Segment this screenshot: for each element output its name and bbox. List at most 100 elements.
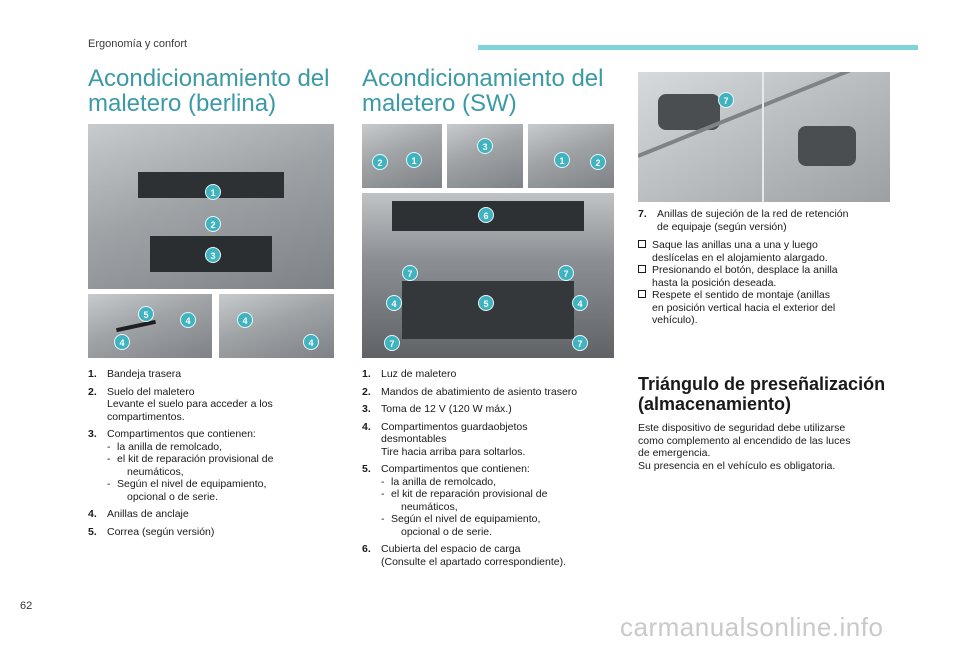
item-text: desmontables bbox=[381, 433, 447, 445]
bullet-text: Respete el sentido de montaje (anillas bbox=[652, 289, 831, 301]
item-number: 7. bbox=[638, 208, 647, 220]
callout-marker: 3 bbox=[477, 138, 493, 154]
bullet-text: Presionando el botón, desplace la anilla bbox=[652, 264, 838, 276]
bullet-text: en posición vertical hacia el exterior d… bbox=[652, 301, 836, 314]
item-number: 4. bbox=[362, 420, 371, 433]
list-item: 1. Luz de maletero bbox=[362, 368, 620, 381]
triangle-body: Este dispositivo de seguridad debe utili… bbox=[638, 422, 898, 472]
item-text: Toma de 12 V (120 W máx.) bbox=[381, 403, 512, 415]
sw-controls-right-photo: 1 2 bbox=[528, 124, 614, 188]
item-text: Anillas de sujeción de la red de retenci… bbox=[657, 208, 849, 220]
berlina-trunk-photo: 1 2 3 bbox=[88, 124, 334, 289]
item-number: 5. bbox=[88, 525, 97, 538]
berlina-title: Acondicionamiento del maletero (berlina) bbox=[88, 66, 330, 116]
item-number: 1. bbox=[362, 368, 371, 380]
list-item: 5. Correa (según versión) bbox=[88, 526, 338, 539]
callout-marker: 4 bbox=[572, 295, 588, 311]
page-number: 62 bbox=[20, 600, 33, 612]
item-text: de equipaje (según versión) bbox=[657, 220, 787, 233]
item-number: 3. bbox=[88, 428, 97, 440]
item-number: 5. bbox=[362, 463, 371, 475]
sub-text: la anilla de remolcado, bbox=[117, 440, 223, 453]
callout-marker: 1 bbox=[554, 152, 570, 168]
body-line: Su presencia en el vehículo es obligator… bbox=[638, 459, 836, 472]
bullet-text: hasta la posición deseada. bbox=[652, 276, 777, 289]
sw-title-line: maletero (SW) bbox=[362, 90, 517, 117]
berlina-title-line: Acondicionamiento del bbox=[88, 65, 330, 92]
callout-marker: 4 bbox=[237, 312, 253, 328]
sub-text: neumáticos, bbox=[401, 500, 458, 513]
item-text: compartimentos. bbox=[107, 410, 185, 423]
sub-text: el kit de reparación provisional de bbox=[391, 488, 548, 500]
checkbox-icon bbox=[638, 290, 646, 298]
item-text: Bandeja trasera bbox=[107, 368, 182, 380]
item-text: Cubierta del espacio de carga bbox=[381, 543, 521, 555]
instruction-bullet: Saque las anillas una a una y luego desl… bbox=[638, 239, 890, 264]
triangle-title-line: (almacenamiento) bbox=[638, 394, 792, 414]
callout-marker: 4 bbox=[114, 334, 130, 350]
triangle-title: Triángulo de preseñalización (almacenami… bbox=[638, 374, 908, 414]
section-tab-bar bbox=[478, 45, 918, 50]
bullet-text: vehículo). bbox=[652, 314, 698, 326]
instruction-bullet: Respete el sentido de montaje (anillas e… bbox=[638, 289, 890, 327]
sub-text: opcional o de serie. bbox=[127, 490, 219, 503]
list-item: 3. Toma de 12 V (120 W máx.) bbox=[362, 403, 620, 416]
sw-title: Acondicionamiento del maletero (SW) bbox=[362, 66, 604, 116]
list-item: 5. Compartimentos que contienen: -la ani… bbox=[362, 463, 620, 538]
callout-marker: 6 bbox=[478, 207, 494, 223]
sw-item-list: 1. Luz de maletero 2. Mandos de abatimie… bbox=[362, 368, 620, 573]
item-text: Compartimentos que contienen: bbox=[381, 463, 530, 475]
item-number: 1. bbox=[88, 368, 97, 380]
sub-item: -la anilla de remolcado, bbox=[381, 476, 620, 489]
callout-marker: 1 bbox=[406, 152, 422, 168]
callout-marker: 3 bbox=[205, 247, 221, 263]
item-text: Compartimentos que contienen: bbox=[107, 428, 256, 440]
list-item: 4. Anillas de anclaje bbox=[88, 508, 338, 521]
callout-marker: 2 bbox=[205, 216, 221, 232]
berlina-rear-photo: 4 4 bbox=[219, 294, 334, 358]
watermark: carmanualsonline.info bbox=[620, 612, 884, 642]
body-line: de emergencia. bbox=[638, 447, 711, 459]
berlina-title-line: maletero (berlina) bbox=[88, 90, 277, 117]
item-text: Tire hacia arriba para soltarlos. bbox=[381, 445, 526, 458]
list-item: 2. Mandos de abatimiento de asiento tras… bbox=[362, 386, 620, 399]
sub-item: -la anilla de remolcado, bbox=[107, 441, 338, 454]
list-item: 6. Cubierta del espacio de carga (Consul… bbox=[362, 543, 620, 568]
sub-item: -Según el nivel de equipamiento,opcional… bbox=[381, 513, 620, 538]
callout-marker: 7 bbox=[402, 265, 418, 281]
item-number: 3. bbox=[362, 403, 371, 415]
body-line: Este dispositivo de seguridad debe utili… bbox=[638, 422, 846, 434]
item-text: Correa (según versión) bbox=[107, 525, 215, 538]
sub-text: el kit de reparación provisional de bbox=[117, 453, 274, 465]
sw-title-line: Acondicionamiento del bbox=[362, 65, 604, 92]
triangle-title-line: Triángulo de preseñalización bbox=[638, 374, 886, 394]
sub-item: -Según el nivel de equipamiento,opcional… bbox=[107, 478, 338, 503]
sub-text: la anilla de remolcado, bbox=[391, 475, 497, 488]
callout-marker: 4 bbox=[180, 312, 196, 328]
list-item: 7. Anillas de sujeción de la red de rete… bbox=[638, 208, 890, 233]
callout-marker: 4 bbox=[303, 334, 319, 350]
item-text: Luz de maletero bbox=[381, 368, 457, 380]
sub-text: opcional o de serie. bbox=[401, 525, 493, 538]
rings-description: 7. Anillas de sujeción de la red de rete… bbox=[638, 208, 890, 327]
berlina-item-list: 1. Bandeja trasera 2. Suelo del maletero… bbox=[88, 368, 338, 543]
list-item: 1. Bandeja trasera bbox=[88, 368, 338, 381]
divider bbox=[762, 72, 764, 202]
item-number: 2. bbox=[88, 385, 97, 398]
instruction-bullet: Presionando el botón, desplace la anilla… bbox=[638, 264, 890, 289]
bullet-text: deslícelas en el alojamiento alargado. bbox=[652, 251, 828, 264]
ring-fixed bbox=[798, 126, 856, 166]
item-number: 6. bbox=[362, 543, 371, 555]
berlina-side-photo: 5 4 4 bbox=[88, 294, 212, 358]
bullet-text: Saque las anillas una a una y luego bbox=[652, 239, 818, 251]
callout-marker: 7 bbox=[384, 335, 400, 351]
sub-text: Según el nivel de equipamiento, bbox=[117, 478, 267, 490]
checkbox-icon bbox=[638, 240, 646, 248]
item-number: 4. bbox=[88, 508, 97, 520]
callout-marker: 7 bbox=[572, 335, 588, 351]
sub-text: Según el nivel de equipamiento, bbox=[391, 513, 541, 525]
sw-trunk-photo: 6 7 7 4 5 4 7 7 bbox=[362, 193, 614, 358]
list-item: 3. Compartimentos que contienen: -la ani… bbox=[88, 428, 338, 503]
